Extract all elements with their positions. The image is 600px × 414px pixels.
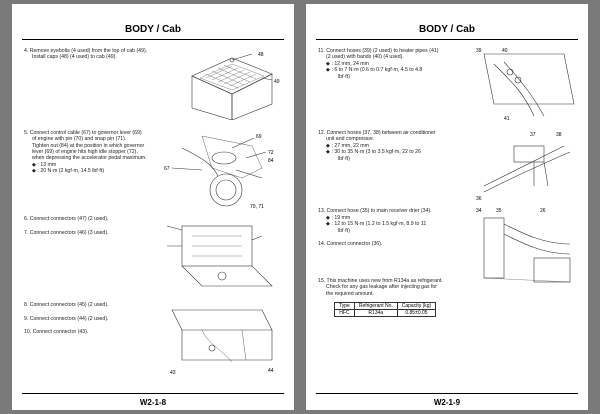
torque-icon: ◆ — [32, 168, 36, 175]
step-8: 8. Connect connectors (45) (2 used). — [24, 302, 109, 308]
footer-rule — [22, 393, 284, 394]
callout-36: 36 — [476, 196, 482, 202]
callout-40: 40 — [502, 48, 508, 54]
step-10: 10. Connect connector (43). — [24, 329, 89, 335]
header-rule — [22, 39, 284, 40]
step-9: 9. Connect connectors (44) (2 used). — [24, 316, 109, 322]
compressor-hose-figure: 37 38 36 — [476, 132, 571, 202]
page-number: W2-1-9 — [433, 398, 461, 407]
step-13: 13. Connect hose (35) to main receiver d… — [318, 208, 432, 214]
callout-48: 48 — [258, 52, 264, 58]
step-5: 5. Connect control cable (67) to governo… — [24, 130, 147, 162]
page-title: BODY / Cab — [125, 24, 181, 35]
wrench-icon: ◆ — [326, 61, 330, 67]
wrench-icon: ◆ — [326, 215, 330, 221]
callout-72: 72 — [268, 150, 274, 156]
callout-34: 34 — [476, 208, 482, 214]
torque-icon: ◆ — [326, 149, 330, 156]
left-manual-page: BODY / Cab 4. Remove eyebolts (4 used) f… — [12, 4, 294, 410]
step-7: 7. Connect connectors (46) (3 used). — [24, 230, 109, 236]
step-14: 14. Connect connector (36). — [318, 241, 383, 247]
callout-69: 69 — [256, 134, 262, 140]
callout-35: 35 — [496, 208, 502, 214]
step-11: 11. Connect hoses (39) (2 used) to heate… — [318, 48, 439, 61]
callout-49: 49 — [274, 79, 280, 85]
callout-67: 67 — [164, 166, 170, 172]
page-number: W2-1-8 — [139, 398, 167, 407]
spec-step-12: ◆ : 27 mm, 22 mm ◆ : 30 to 35 N·m (3 to … — [326, 143, 421, 162]
step-6: 6. Connect connectors (47) (2 used). — [24, 216, 109, 222]
header-rule — [316, 39, 578, 40]
callout-70-71: 70, 71 — [250, 204, 264, 210]
callout-84: 84 — [268, 158, 274, 164]
receiver-drier-figure: 34 35 26 — [476, 208, 571, 283]
spec-step-11: ◆ : 12 mm, 24 mm ◆ : 6 to 7 N·m (0.6 to … — [326, 61, 423, 80]
spec-step-5: ◆ : 13 mm ◆ : 20 N·m (2 kgf·m, 14.5 lbf·… — [32, 162, 105, 175]
callout-39: 39 — [476, 48, 482, 54]
right-manual-page: BODY / Cab 11. Connect hoses (39) (2 use… — [306, 4, 588, 410]
torque-icon: ◆ — [326, 221, 330, 228]
table-row: HFC R134a 0.85±0.05 — [334, 309, 437, 317]
callout-37: 37 — [530, 132, 536, 138]
wrench-icon: ◆ — [326, 143, 330, 149]
table-header-row: Type Refrigerant No. Capacity (kg) — [334, 302, 437, 310]
callout-44: 44 — [268, 368, 274, 374]
page-title: BODY / Cab — [419, 24, 475, 35]
step-15: 15. This machine uses new from R134a as … — [318, 278, 443, 297]
callout-38: 38 — [556, 132, 562, 138]
callout-41: 41 — [504, 116, 510, 122]
torque-icon: ◆ — [326, 67, 330, 74]
heater-pipe-figure: 39 40 41 — [476, 48, 575, 122]
step-12: 12. Connect hoses (37, 38) between air c… — [318, 130, 436, 143]
cab-top-figure: 48 49 — [191, 52, 280, 120]
connector-figure-b: 43 44 — [170, 309, 274, 376]
connector-figure-a — [166, 225, 273, 287]
step-4: 4. Remove eyebolts (4 used) from the top… — [24, 48, 148, 61]
callout-26: 26 — [540, 208, 546, 214]
spec-step-13: ◆ : 19 mm ◆ : 12 to 15 N·m (1.2 to 1.5 k… — [326, 215, 427, 234]
callout-43: 43 — [170, 370, 176, 376]
footer-rule — [316, 393, 578, 394]
refrigerant-table: Type Refrigerant No. Capacity (kg) HFC R… — [334, 302, 437, 317]
wrench-icon: ◆ — [32, 162, 36, 168]
governor-figure: 67 69 72 84 70, 71 — [164, 134, 274, 210]
